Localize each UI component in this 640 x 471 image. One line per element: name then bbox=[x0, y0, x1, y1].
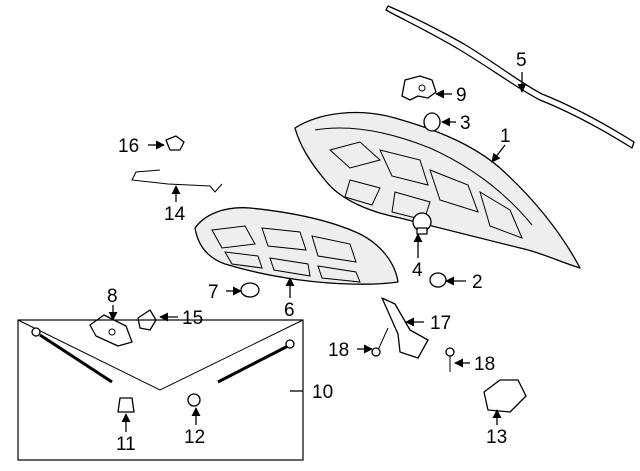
callout-9: 9 bbox=[456, 85, 467, 106]
part-11 bbox=[117, 397, 135, 413]
hinge-17-part bbox=[381, 297, 429, 359]
bolt-18b-part bbox=[445, 347, 455, 372]
callout-2: 2 bbox=[472, 272, 483, 293]
part-12 bbox=[187, 393, 201, 407]
retainer-7-part bbox=[240, 282, 260, 298]
callout-18b: 18 bbox=[474, 354, 495, 375]
bolt-18a-part bbox=[371, 327, 389, 357]
callout-1: 1 bbox=[500, 126, 511, 147]
callout-17: 17 bbox=[430, 313, 451, 334]
clip-2-part bbox=[429, 272, 447, 288]
callout-5: 5 bbox=[516, 50, 527, 71]
bumper-3-part bbox=[423, 112, 441, 132]
prop-rod-14-part bbox=[131, 169, 223, 193]
callout-14: 14 bbox=[164, 204, 186, 225]
callout-6: 6 bbox=[284, 300, 295, 321]
callout-11: 11 bbox=[116, 434, 136, 455]
callout-4: 4 bbox=[412, 260, 423, 281]
lift-support-group-box bbox=[17, 319, 304, 461]
callout-10: 10 bbox=[312, 382, 333, 403]
callout-13: 13 bbox=[486, 427, 507, 448]
callout-16: 16 bbox=[118, 136, 139, 157]
clip-16-part bbox=[165, 135, 185, 151]
clip-4-part bbox=[412, 212, 432, 235]
hood-seal-part bbox=[385, 5, 635, 149]
callout-12: 12 bbox=[184, 427, 205, 448]
bracket-9-part bbox=[401, 75, 437, 101]
hood-insulator-part bbox=[194, 207, 399, 285]
callout-8: 8 bbox=[107, 286, 118, 307]
hinge-13-part bbox=[483, 379, 527, 413]
callout-18a: 18 bbox=[328, 340, 349, 361]
latch-8-part bbox=[89, 314, 133, 347]
callout-3: 3 bbox=[460, 113, 471, 134]
callout-7: 7 bbox=[208, 282, 219, 303]
hood-panel-part bbox=[294, 111, 581, 269]
callout-15: 15 bbox=[182, 308, 203, 329]
